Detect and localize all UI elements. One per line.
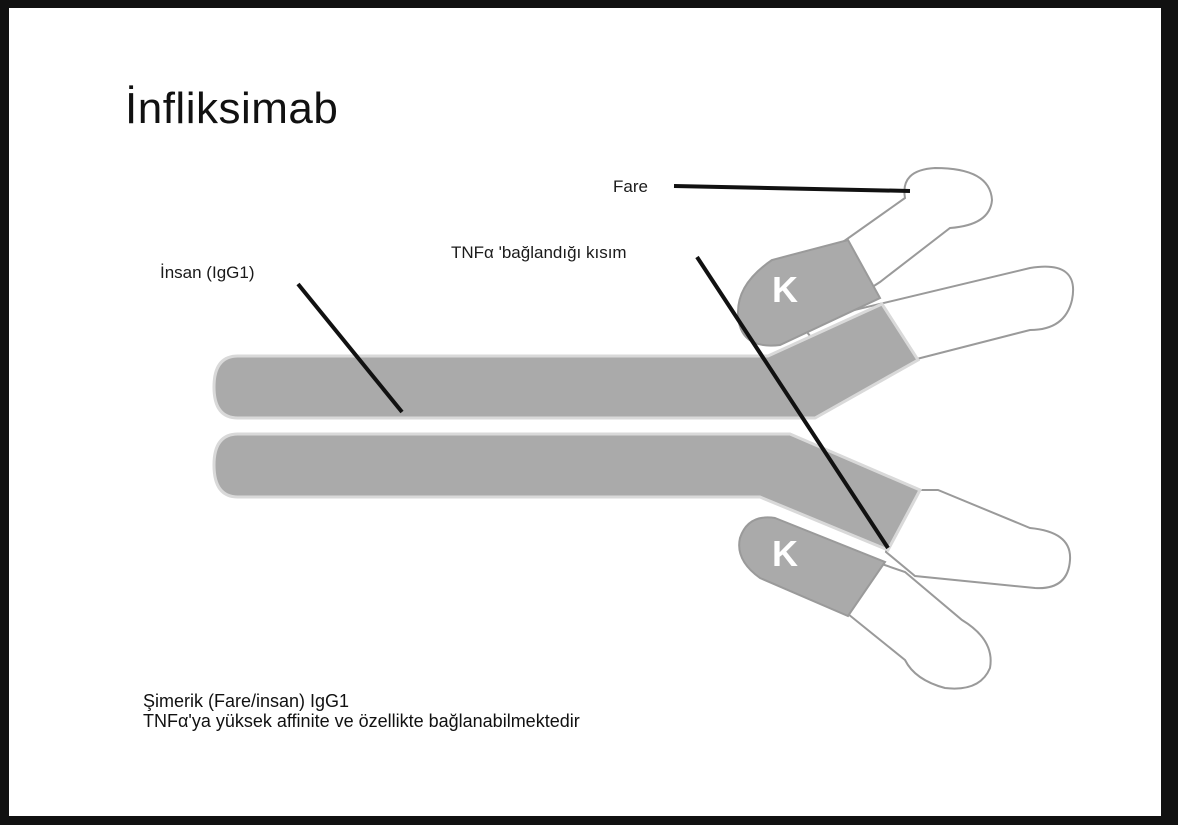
caption: Şimerik (Fare/insan) IgG1 TNFαʹya yüksek… [143,691,580,731]
binding-site-label: TNFα ʹbağlandığı kısım [451,243,627,262]
light-chain-bottom-label: K [772,533,798,574]
human-label: İnsan (IgG1) [160,263,255,282]
caption-line-1: Şimerik (Fare/insan) IgG1 [143,691,580,711]
light-chain-top-label: K [772,269,798,310]
mouse-pointer-line [674,186,910,191]
mouse-label: Fare [613,177,648,196]
caption-line-2: TNFαʹya yüksek affinite ve özellikte bağ… [143,711,580,731]
